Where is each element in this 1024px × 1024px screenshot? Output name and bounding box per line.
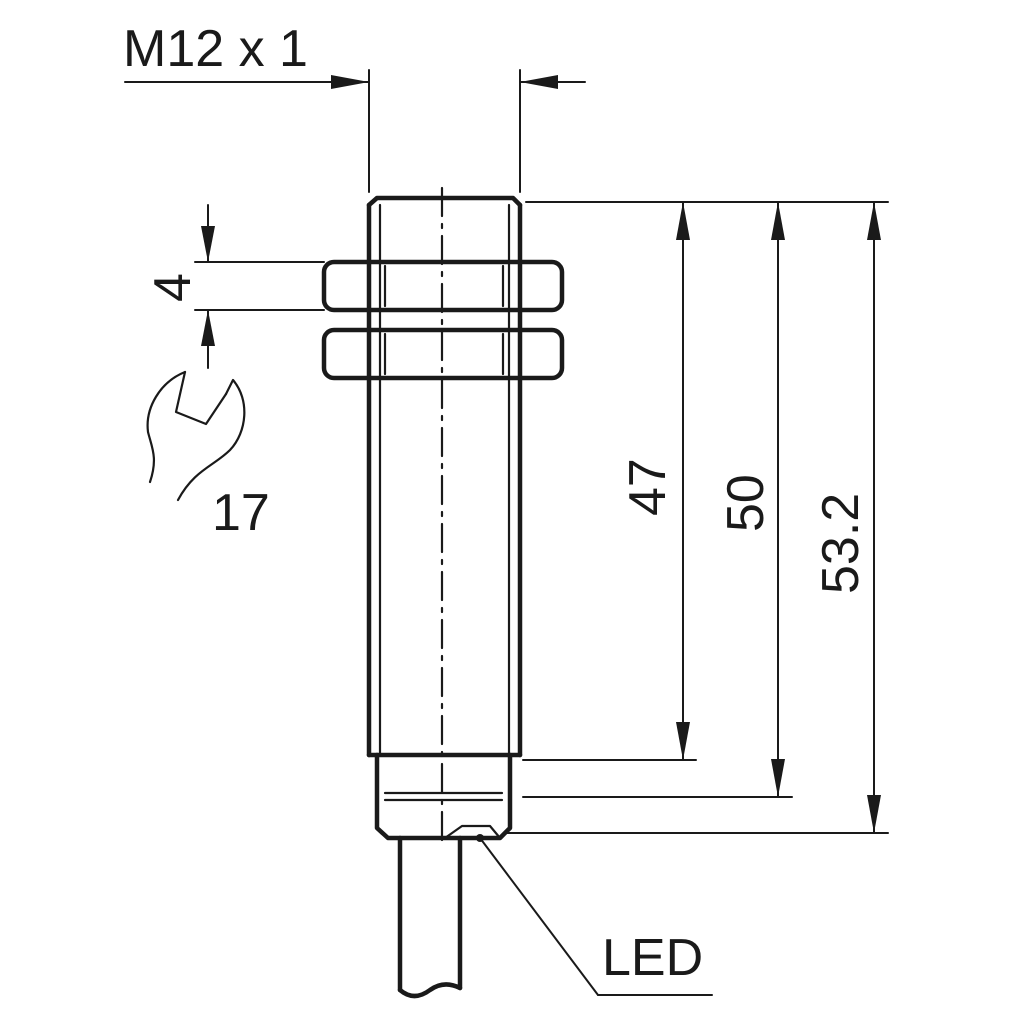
length-dimensions: 47 50 53.2 — [505, 201, 889, 834]
dim-53-2-label: 53.2 — [812, 493, 870, 594]
dim-50-label: 50 — [717, 474, 775, 532]
sensor-end-cap — [374, 752, 513, 841]
sensor-body — [366, 195, 523, 758]
dim-47-label: 47 — [619, 458, 677, 516]
led-callout: LED — [476, 834, 713, 996]
cable — [397, 835, 463, 999]
thread-dimension: M12 x 1 — [123, 20, 586, 193]
nut-thickness-label: 4 — [144, 273, 202, 302]
led-label: LED — [602, 929, 703, 987]
hex-nut-upper — [321, 259, 565, 313]
wrench-icon — [146, 370, 246, 502]
thread-label: M12 x 1 — [123, 20, 308, 78]
wrench-size-label: 17 — [212, 484, 270, 542]
nut-thickness-dimension: 4 — [144, 204, 325, 369]
hex-nut-lower — [321, 327, 565, 381]
